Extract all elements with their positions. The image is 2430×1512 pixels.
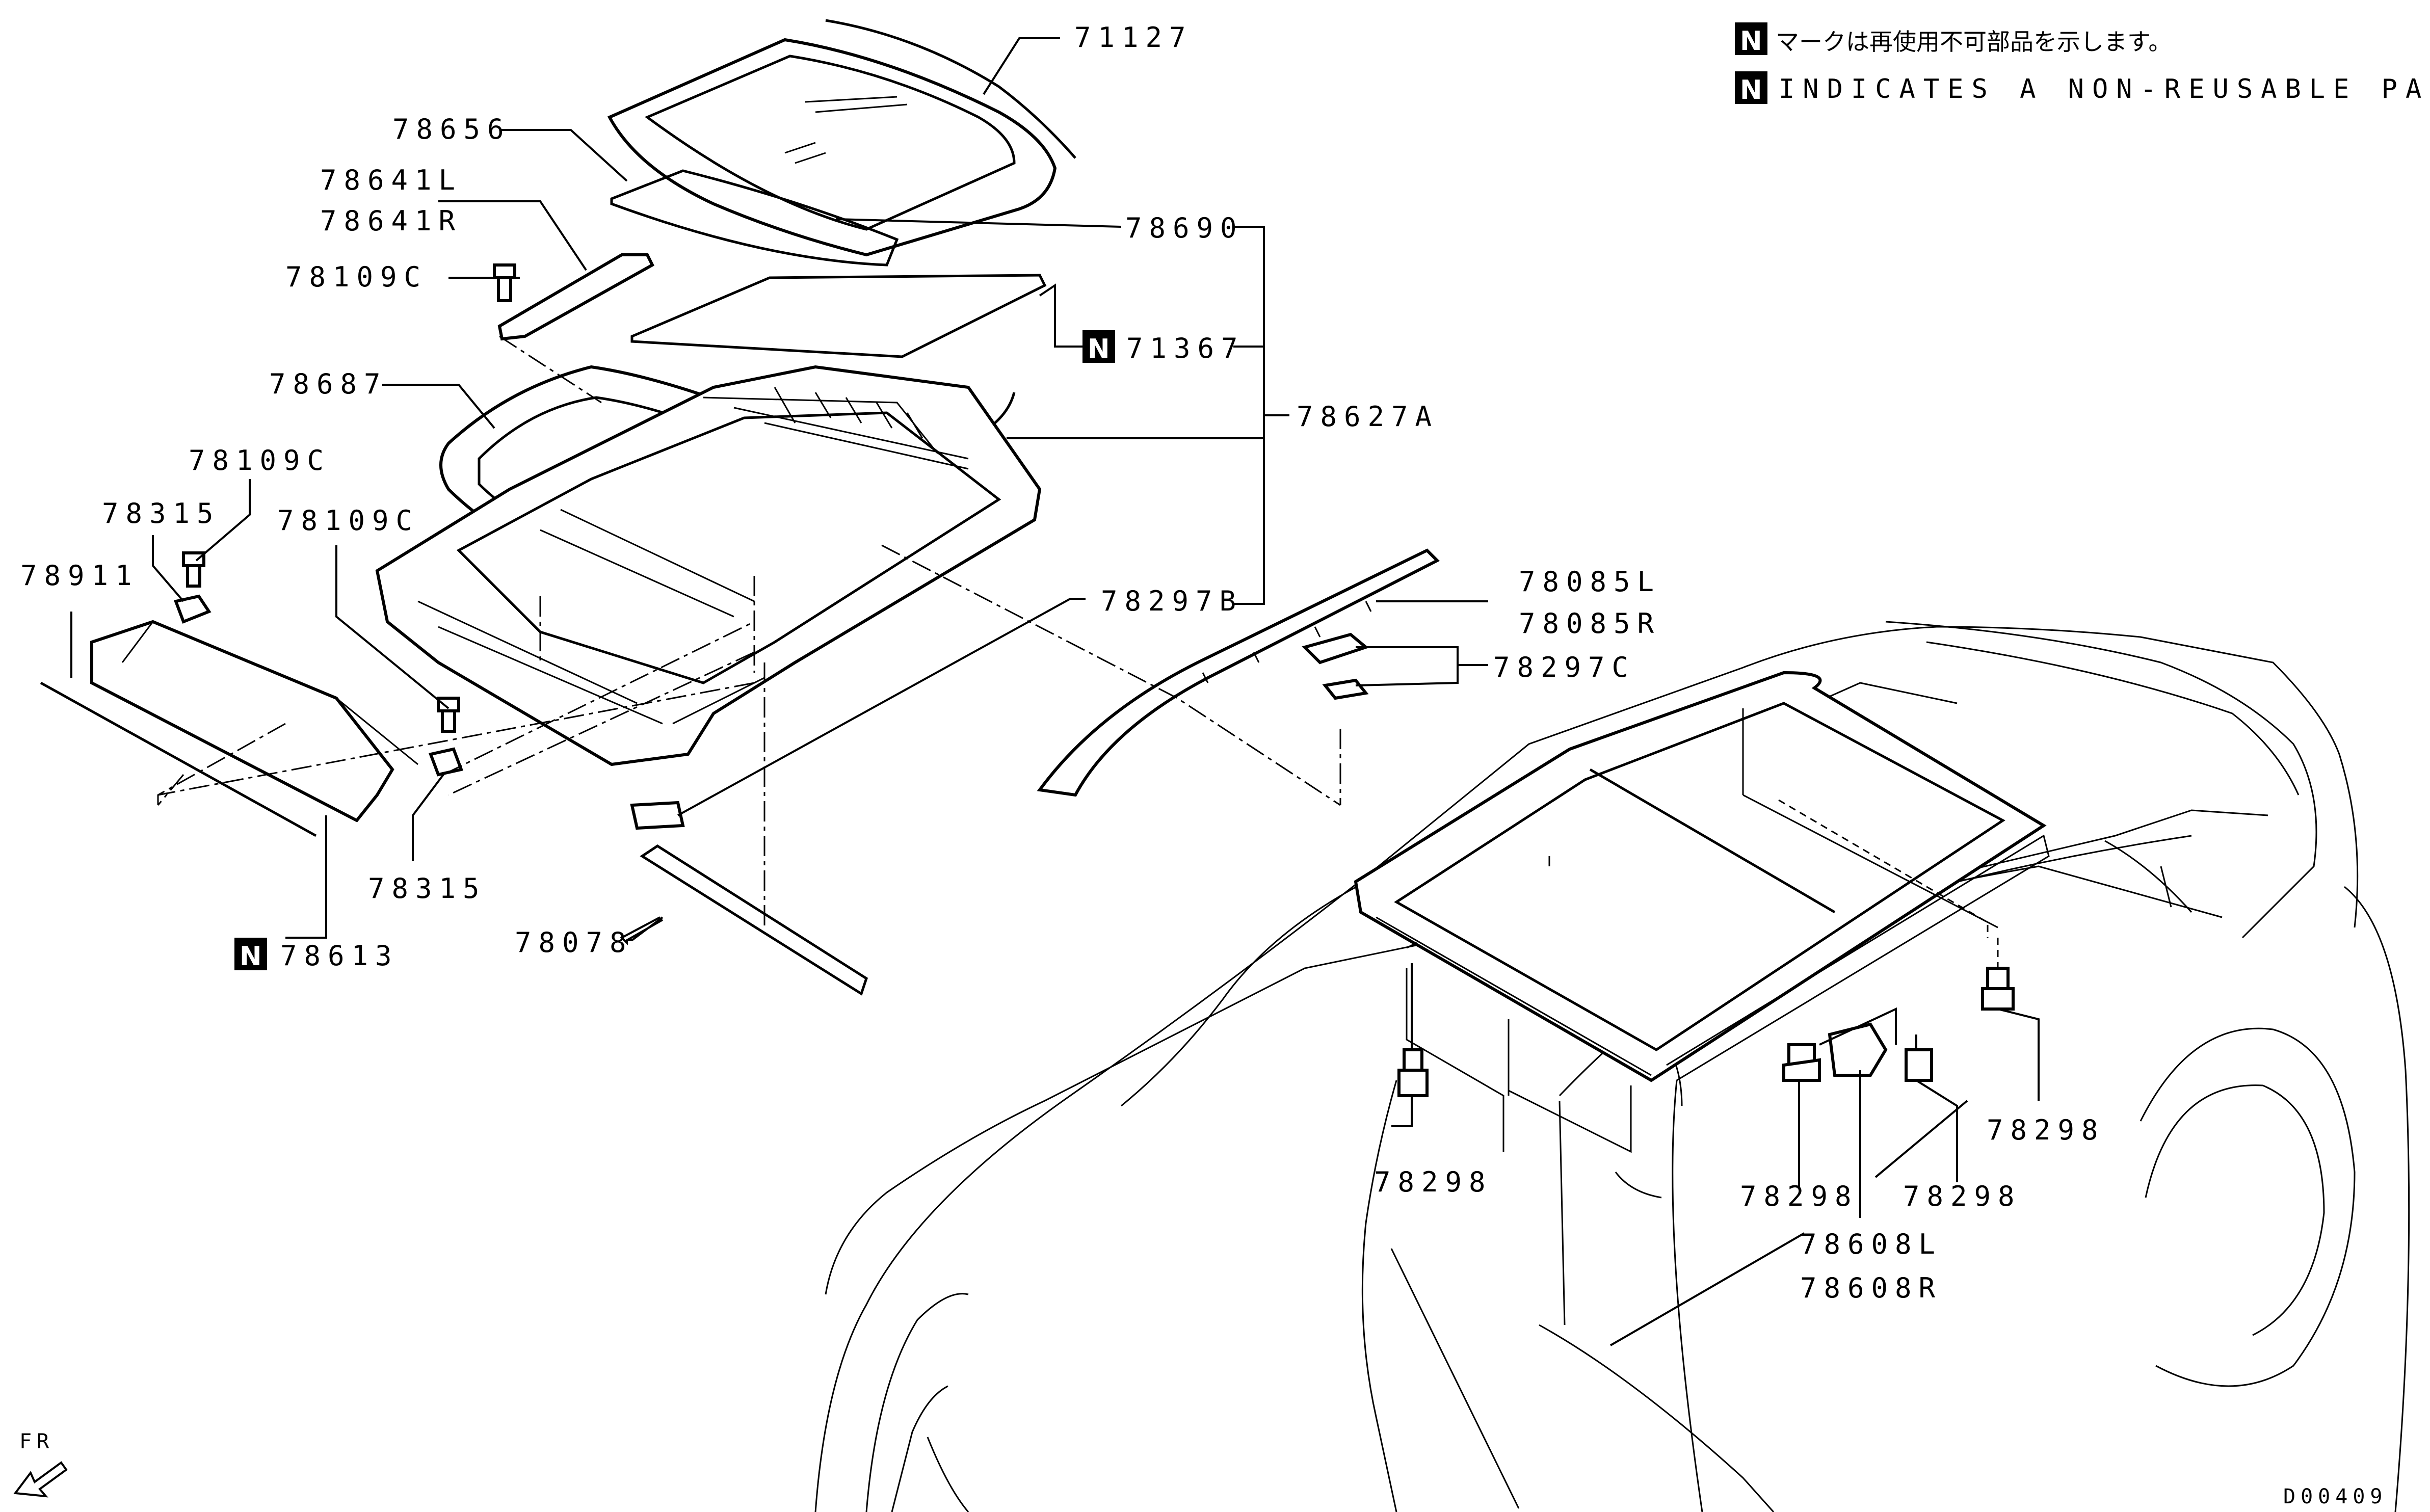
part-78315-shape-b [428, 747, 464, 777]
label-78298-mid: 78298 [1740, 1180, 1859, 1212]
label-71127: 71127 [1074, 21, 1193, 54]
bolt-78298-d [1981, 938, 2040, 1101]
label-78109C-mid: 78109C [277, 505, 419, 537]
car-sunroof [1354, 671, 2050, 1153]
label-78298-left: 78298 [1374, 1166, 1493, 1198]
legend-japanese: マークは再使用不可部品を示します。 [1776, 28, 2172, 56]
legend: N マークは再使用不可部品を示します。 N INDICATES A NON-RE… [1735, 22, 2430, 105]
label-78298-far-right: 78298 [1987, 1114, 2105, 1146]
label-78690: 78690 [1125, 212, 1244, 244]
badge-78613 [234, 938, 267, 970]
label-78078: 78078 [515, 926, 633, 959]
label-78109C-top: 78109C [285, 261, 428, 293]
part-71127-shape [825, 19, 1076, 159]
part-78078-shape [640, 844, 868, 996]
bolt-78298-c [1905, 1034, 1958, 1182]
part-78297B-shape [630, 801, 685, 830]
bolt-78109C-c [437, 697, 460, 733]
label-78085R: 78085R [1519, 607, 1661, 640]
front-label: FR [19, 1430, 54, 1453]
label-71367: 71367 [1126, 332, 1245, 364]
leader-78608 [1609, 1232, 1805, 1346]
part-78085-shape [1037, 548, 1440, 797]
part-78690-shape [610, 169, 899, 267]
part-78656-shape [607, 38, 1057, 257]
label-78608L: 78608L [1800, 1228, 1942, 1260]
legend-badge-1 [1735, 22, 1767, 55]
bolt-78298-b [1782, 1043, 1821, 1187]
front-arrow-icon [13, 1461, 68, 1498]
part-78315-shape-a [173, 594, 212, 624]
badge-71367 [1082, 330, 1115, 363]
bolt-78608-bracket [1819, 1007, 1968, 1218]
svg-text:N: N [240, 941, 262, 972]
label-78627A: 78627A [1297, 401, 1439, 433]
svg-text:N: N [1740, 26, 1762, 57]
label-78298-right: 78298 [1903, 1180, 2022, 1212]
label-78315-top: 78315 [102, 497, 221, 529]
part-78627A-shape [375, 365, 1042, 766]
svg-text:N: N [1088, 334, 1110, 364]
legend-badge-2 [1735, 71, 1767, 104]
diagram-code: D00409 [2283, 1485, 2388, 1508]
label-78613: 78613 [280, 940, 399, 972]
label-78911: 78911 [20, 560, 139, 592]
label-78641L: 78641L [320, 164, 462, 196]
leader-lines [70, 37, 1488, 945]
label-78109C-left: 78109C [189, 444, 331, 476]
part-78297C-shape [1302, 632, 1369, 700]
bolt-78298-a [1391, 963, 1429, 1127]
label-78656: 78656 [392, 113, 511, 145]
part-labels: 71127 78656 78641L 78641R 78109C 78690 N… [20, 21, 2105, 1304]
legend-english: INDICATES A NON-REUSABLE PART. [1779, 74, 2430, 104]
label-78608R: 78608R [1800, 1272, 1942, 1304]
label-78641R: 78641R [320, 205, 462, 237]
label-78085L: 78085L [1519, 566, 1661, 598]
svg-text:N: N [1740, 75, 1762, 105]
label-78315-bottom: 78315 [368, 872, 487, 905]
bolt-78109C-a [493, 263, 516, 302]
part-78641-shape [497, 253, 654, 341]
label-78297B: 78297B [1101, 585, 1243, 617]
part-78911-shape [40, 620, 418, 837]
front-indicator: FR [13, 1430, 68, 1498]
label-78297C: 78297C [1493, 651, 1635, 683]
bolt-78109C-b [182, 551, 205, 588]
label-78687: 78687 [269, 368, 388, 400]
